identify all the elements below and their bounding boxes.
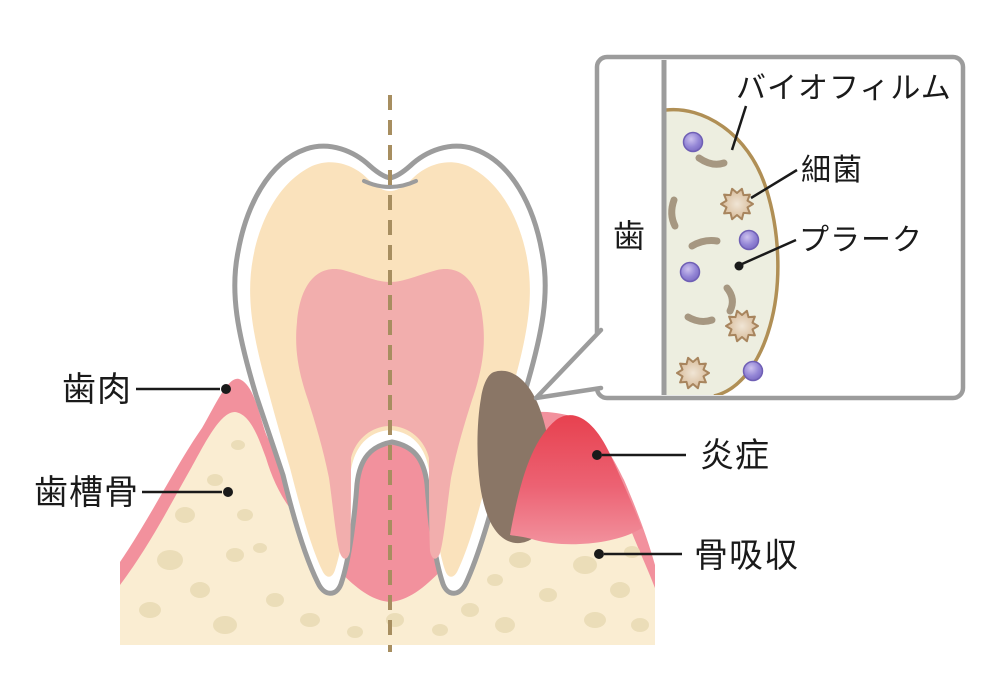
plaque-leader-line: [741, 238, 797, 266]
inset-tooth-label: 歯: [613, 218, 646, 254]
bone-resorption-label: 骨吸収: [694, 537, 799, 575]
bone-resorption-leader-dot: [594, 549, 604, 559]
gums-label: 歯肉: [62, 371, 132, 409]
biofilm-leader-line: [730, 105, 748, 151]
inflammation-label: 炎症: [700, 437, 770, 475]
plaque-leader-dot: [734, 261, 744, 271]
bone-texture-spots: [139, 440, 649, 638]
plaque-label: プラーク: [799, 224, 923, 257]
alveolar-bone-label: 歯槽骨: [34, 474, 139, 512]
inflamed-gum-shape: [510, 415, 642, 545]
biofilm-label: バイオフィルム: [736, 72, 952, 105]
bacteria-label: 細菌: [801, 154, 863, 187]
alveolar-bone-leader-dot: [223, 487, 233, 497]
bacteria-rods: [668, 154, 736, 325]
gums-leader-dot: [221, 384, 231, 394]
bacteria-leader-line: [750, 168, 798, 200]
inflammation-leader-dot: [592, 450, 602, 460]
pulp-shape: [296, 269, 484, 559]
occlusal-groove: [362, 179, 418, 189]
inset-callout-tail-outline: [533, 327, 604, 401]
